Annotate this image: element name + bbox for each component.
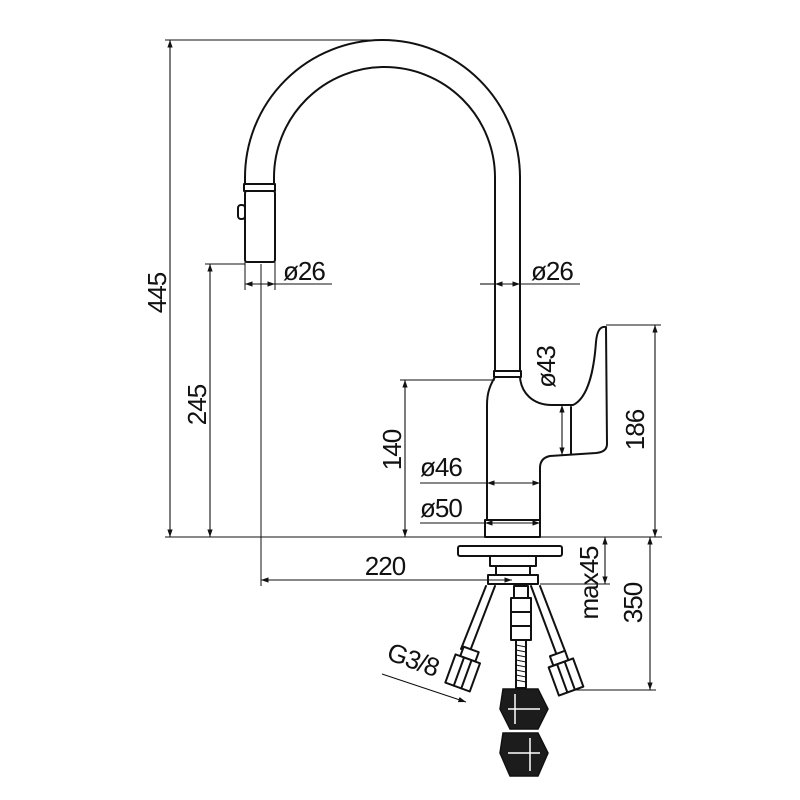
under-deck-assembly <box>444 545 585 777</box>
threaded-rod <box>515 639 527 689</box>
lever-diameter-label: ø43 <box>531 346 561 388</box>
clamp-lower-block <box>499 732 549 777</box>
rod-thread-marks <box>515 644 527 683</box>
connection-thread-label: G3/8 <box>383 636 443 682</box>
body-left-edge <box>486 376 496 521</box>
thread-leader-line <box>381 673 467 703</box>
body-right-edge-with-lever <box>519 325 608 521</box>
right-hose-nut <box>547 649 585 697</box>
deck-thickness-label: max45 <box>574 546 604 620</box>
base-diameter-label: ø50 <box>420 493 462 523</box>
mounting-washer <box>495 565 531 576</box>
spout-outer-edge <box>244 39 521 373</box>
overall-height-label: 445 <box>142 272 172 313</box>
dimension-labels: 445 245 140 ø26 ø26 ø43 186 ø46 ø50 220 … <box>142 256 650 683</box>
mounting-stem <box>489 555 537 567</box>
faucet-body <box>237 39 608 538</box>
spray-head-button <box>237 204 246 220</box>
dimension-lines <box>165 39 662 703</box>
body-diameter-label: ø46 <box>420 452 462 482</box>
spray-head <box>244 190 276 263</box>
center-fitting <box>513 585 529 599</box>
body-height-label: 140 <box>377 429 407 470</box>
spray-head-ring <box>243 183 276 192</box>
spray-head-diameter-label: ø26 <box>283 256 325 286</box>
spout-inner-edge <box>273 66 496 373</box>
right-hose <box>530 585 566 654</box>
left-hose-nut <box>444 645 482 693</box>
spray-head-height-label: 245 <box>182 384 212 425</box>
hose-length-label: 350 <box>618 582 648 623</box>
center-hex-fitting <box>510 597 532 641</box>
reach-label: 220 <box>365 551 406 581</box>
left-hose <box>460 585 496 652</box>
lever-height-label: 186 <box>620 409 650 450</box>
spout-diameter-label: ø26 <box>531 256 573 286</box>
mounting-plate <box>457 545 563 557</box>
spout-collar <box>493 370 522 378</box>
